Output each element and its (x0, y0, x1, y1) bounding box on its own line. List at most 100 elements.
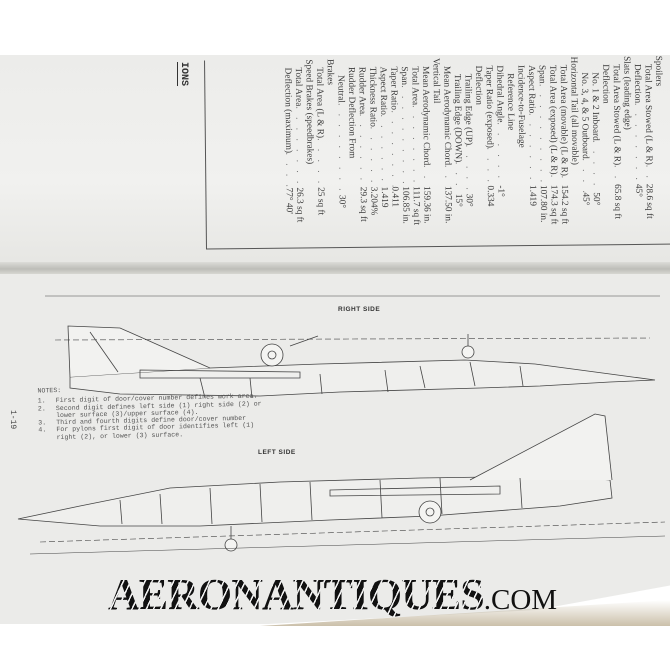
right-side-label: RIGHT SIDE (338, 306, 381, 313)
spec-label: Total Area (exposed) (L & R) (547, 64, 559, 175)
spec-label: Total Area (movable) (L & R) (557, 64, 569, 177)
spec-value: 159.36 in. (421, 186, 432, 224)
watermark-main: AERONANTIQUES (108, 570, 485, 619)
spec-value: 154.2 sq ft (559, 184, 570, 225)
upper-page (0, 55, 670, 267)
spec-label: Spoilers (652, 55, 664, 87)
spec-label: Rudder Deflection From (345, 66, 357, 159)
spec-label: Speed Brakes (speedbrakes) (303, 59, 315, 165)
spec-row: Deflection (maximum) . . . . . . . . . .… (282, 60, 295, 250)
leader-dots: . . . . . . . . . . . . . . . . . . . . … (378, 115, 389, 187)
leader-dots: . . . . . . . . . . . . . . . . . . . . … (526, 113, 537, 185)
spec-row: Total Area (movable) (L & R) . . . . . .… (557, 57, 570, 247)
spec-label: Total Area Stowed (L & R) (642, 63, 654, 165)
leader-dots: . . . . . . . . . . . . . . . . . . . . … (548, 175, 558, 185)
spec-row: Thickness Ratio . . . . . . . . . . . . … (366, 59, 379, 249)
leader-dots: . . . . . . . . . . . . . . . . . . . . … (293, 106, 304, 187)
spec-label: Horizontal Tail (all movable) (568, 56, 580, 166)
spec-row: Total Area . . . . . . . . . . . . . . .… (292, 59, 305, 249)
spec-label: Deflection (maximum) (282, 67, 294, 154)
spec-value: 65.8 sq ft (611, 184, 623, 220)
spec-label: Aspect Ratio (377, 66, 389, 115)
spec-label: Aspect Ratio (525, 64, 537, 114)
spec-value: 30° (463, 193, 474, 207)
spec-label: Brakes (324, 59, 335, 86)
spec-value: -1° (495, 185, 506, 197)
left-side-wing (329, 485, 501, 497)
spec-row: No. 3, 4, & 5 Outboard . . . . . . . . .… (578, 56, 591, 254)
spec-row: Reference Line (504, 57, 517, 255)
spec-value: 26.3 sq ft (294, 187, 305, 223)
spec-row: Total Area Stowed (L & R) . . . . . . . … (642, 56, 655, 246)
leader-dots: . . . . . . . . . . . . . . . . . . . . … (283, 153, 293, 188)
spec-row: Total Area (L & R) . . . . . . . . . . .… (313, 59, 326, 249)
section-heading: IONS (178, 62, 189, 87)
spec-label: Mean Aerodynamic Chord (441, 65, 453, 166)
spec-value: 50° (590, 192, 601, 206)
spec-value: 15° (453, 193, 464, 207)
spec-row: Taper Ratio . . . . . . . . . . . . . . … (388, 58, 401, 248)
leader-dots: . . . . . . . . . . . . . . . . . . . . … (643, 165, 654, 184)
leader-dots: . . . . . . . . . . . . . . . . . . . . … (558, 176, 569, 185)
spec-value: 106.85 in. (400, 186, 411, 224)
left-nose-wheel (224, 538, 238, 552)
spec-label: No. 1 & 2 Inboard (589, 72, 601, 141)
spec-value: 45° (580, 192, 591, 206)
spec-label: Total Area (409, 66, 420, 106)
spec-label: No. 3, 4, & 5 Outboard (579, 72, 590, 159)
watermark-tld: .COM (483, 584, 558, 616)
spec-row: Rudder Deflection From (345, 59, 358, 249)
spec-label: Span (398, 66, 410, 86)
notes-list: 1.First digit of door/cover number defin… (38, 393, 263, 442)
leader-dots: . . . . . . . . . . . . . . . . . . . . … (388, 110, 400, 187)
spec-row: Aspect Ratio . . . . . . . . . . . . . .… (377, 59, 390, 249)
ground-line-lower (39, 521, 666, 543)
leader-dots: . . . . . . . . . . . . . . . . . . . . … (632, 103, 643, 184)
leader-dots: . . . . . . . . . . . . . . . . . . . . … (398, 85, 410, 186)
spec-row: Total Area (exposed) (L & R) . . . . . .… (546, 57, 559, 247)
left-side-view (17, 413, 666, 555)
note-number (38, 434, 56, 442)
spec-label: Mean Aerodynamic Chord (420, 66, 432, 166)
spec-row: Rudder Area . . . . . . . . . . . . . . … (356, 59, 369, 249)
leader-dots: . . . . . . . . . . . . . . . . . . . . … (420, 165, 431, 186)
watermark-logo: AERONANTIQUES.COM (108, 569, 557, 620)
spec-label: Deflection (472, 65, 484, 105)
spec-row: Total Area Stowed (L & R) . . . . . . . … (610, 56, 623, 246)
right-main-wheel (260, 343, 284, 367)
left-side-label: LEFT SIDE (258, 449, 296, 456)
spec-value: 0.411 (389, 186, 400, 208)
leader-dots: . . . . . . . . . . . . . . . . . . . . … (442, 165, 452, 186)
spec-label: Span (536, 64, 547, 84)
leader-dots: . . . . . . . . . . . . . . . . . . . . … (484, 148, 494, 186)
ground-line (54, 337, 651, 341)
spec-value: 29.3 sq ft (357, 186, 369, 222)
right-nose-wheel (461, 345, 475, 359)
leader-dots: . . . . . . . . . . . . . . . . . . . . … (463, 145, 474, 194)
spec-value: 3.204% (368, 186, 379, 216)
page-number: 1-19 (8, 410, 17, 430)
left-main-wheel (418, 500, 442, 524)
spec-row: Mean Aerodynamic Chord . . . . . . . . .… (441, 58, 454, 248)
spec-value: 28.6 sq ft (643, 183, 655, 219)
spec-row: Total Area . . . . . . . . . . . . . . .… (409, 58, 422, 248)
leader-dots: . . . . . . . . . . . . . . . . . . . . … (314, 138, 326, 187)
spec-label: Neutral (335, 74, 346, 103)
spec-row: Trailing Edge (DOWN) . . . . . . . . . .… (451, 58, 464, 256)
leader-dots: . . . . . . . . . . . . . . . . . . . . … (409, 105, 421, 186)
spec-value: 30° (336, 194, 347, 209)
aircraft-diagram (17, 295, 666, 555)
right-side-fuselage (69, 359, 656, 397)
right-side-wing (139, 369, 301, 379)
left-side-vertical-tail (469, 413, 613, 481)
spec-row: Trailing Edge (UP) . . . . . . . . . . .… (462, 58, 475, 256)
spec-row: Deflection . . . . . . . . . . . . . . .… (631, 56, 644, 246)
leader-dots: . . . . . . . . . . . . . . . . . . . . … (590, 141, 601, 193)
spec-row: Dihedral Angle . . . . . . . . . . . . .… (494, 57, 507, 247)
leader-dots: . . . . . . . . . . . . . . . . . . . . … (579, 159, 590, 193)
leader-dots: . . . . . . . . . . . . . . . . . . . . … (335, 103, 347, 195)
spec-label: Deflection (600, 64, 611, 104)
spec-label: Trailing Edge (UP) (462, 73, 474, 146)
